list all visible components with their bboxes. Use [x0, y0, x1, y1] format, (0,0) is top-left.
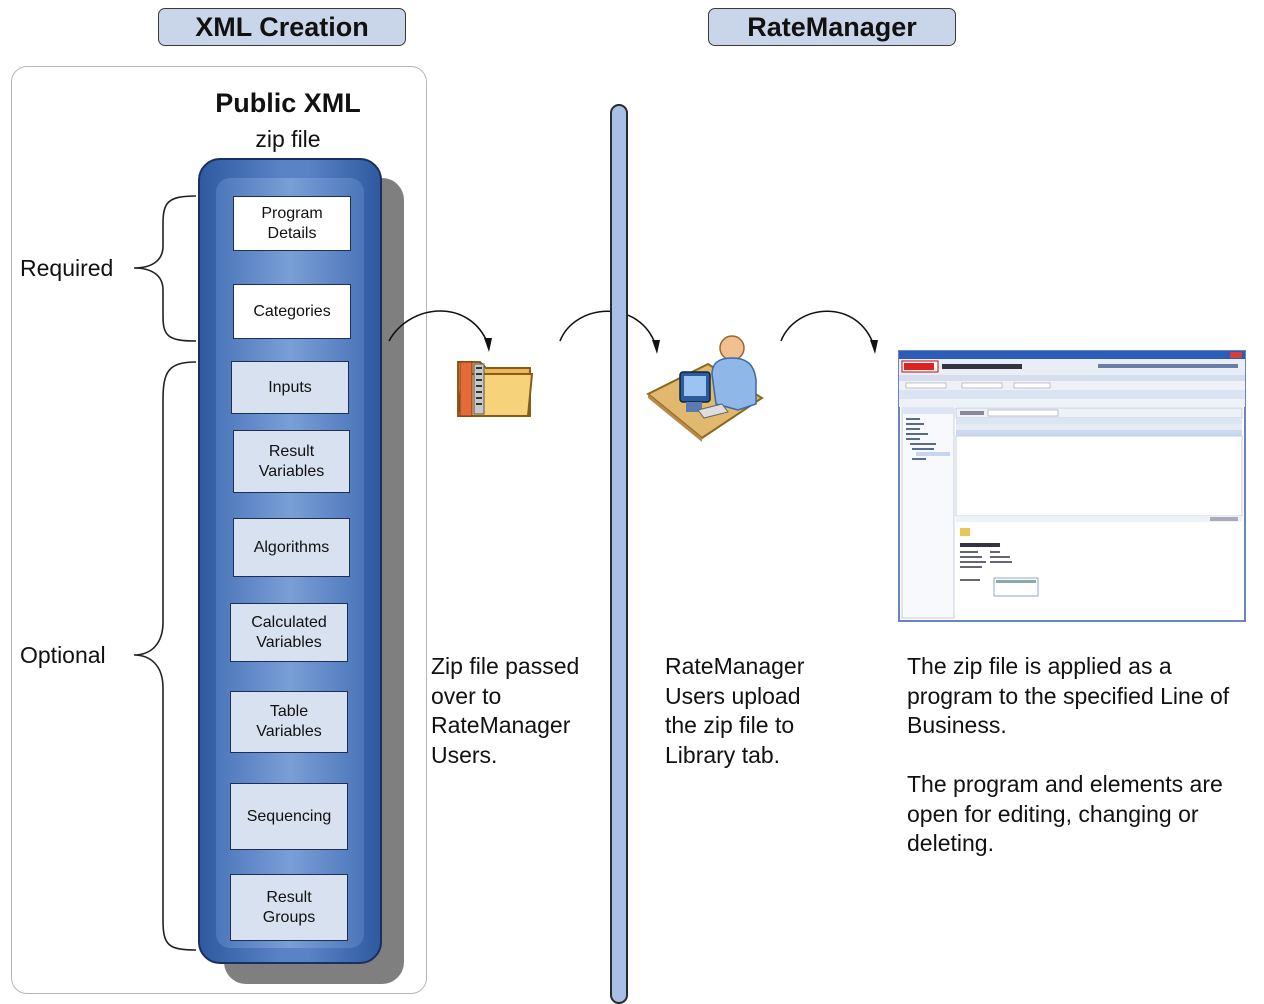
component-result-variables: Result Variables [233, 430, 350, 493]
required-label: Required [20, 255, 114, 281]
editing-description: The program and elements are open for ed… [907, 771, 1223, 856]
section-divider [610, 104, 628, 1004]
application-screenshot-icon [898, 350, 1246, 622]
component-inputs: Inputs [231, 361, 349, 414]
component-sequencing: Sequencing [230, 783, 348, 850]
flow-arrow-icon [559, 310, 657, 347]
component-program-details: Program Details [233, 196, 351, 251]
flow-arrow-icon [780, 310, 875, 347]
flow-arrow-icon [388, 310, 489, 345]
component-result-groups: Result Groups [230, 874, 348, 941]
zip-file-subtitle: zip file [255, 126, 321, 152]
upload-description: RateManager Users upload the zip file to… [665, 653, 805, 768]
user-at-computer-icon [646, 335, 764, 442]
zip-folder-icon [456, 361, 534, 417]
applied-description: The zip file is applied as a program to … [907, 653, 1230, 738]
zip-passed-description: Zip file passed over to RateManager User… [431, 653, 580, 768]
component-algorithms: Algorithms [233, 518, 350, 577]
optional-label: Optional [20, 642, 106, 668]
component-table-variables: Table Variables [230, 691, 348, 753]
public-xml-title: Public XML [215, 88, 361, 118]
component-categories: Categories [233, 284, 351, 339]
ratemanager-header: RateManager [708, 8, 956, 46]
xml-creation-header: XML Creation [158, 8, 406, 46]
optional-brace [133, 361, 197, 951]
required-brace [133, 195, 197, 342]
component-calculated-variables: Calculated Variables [230, 603, 348, 662]
